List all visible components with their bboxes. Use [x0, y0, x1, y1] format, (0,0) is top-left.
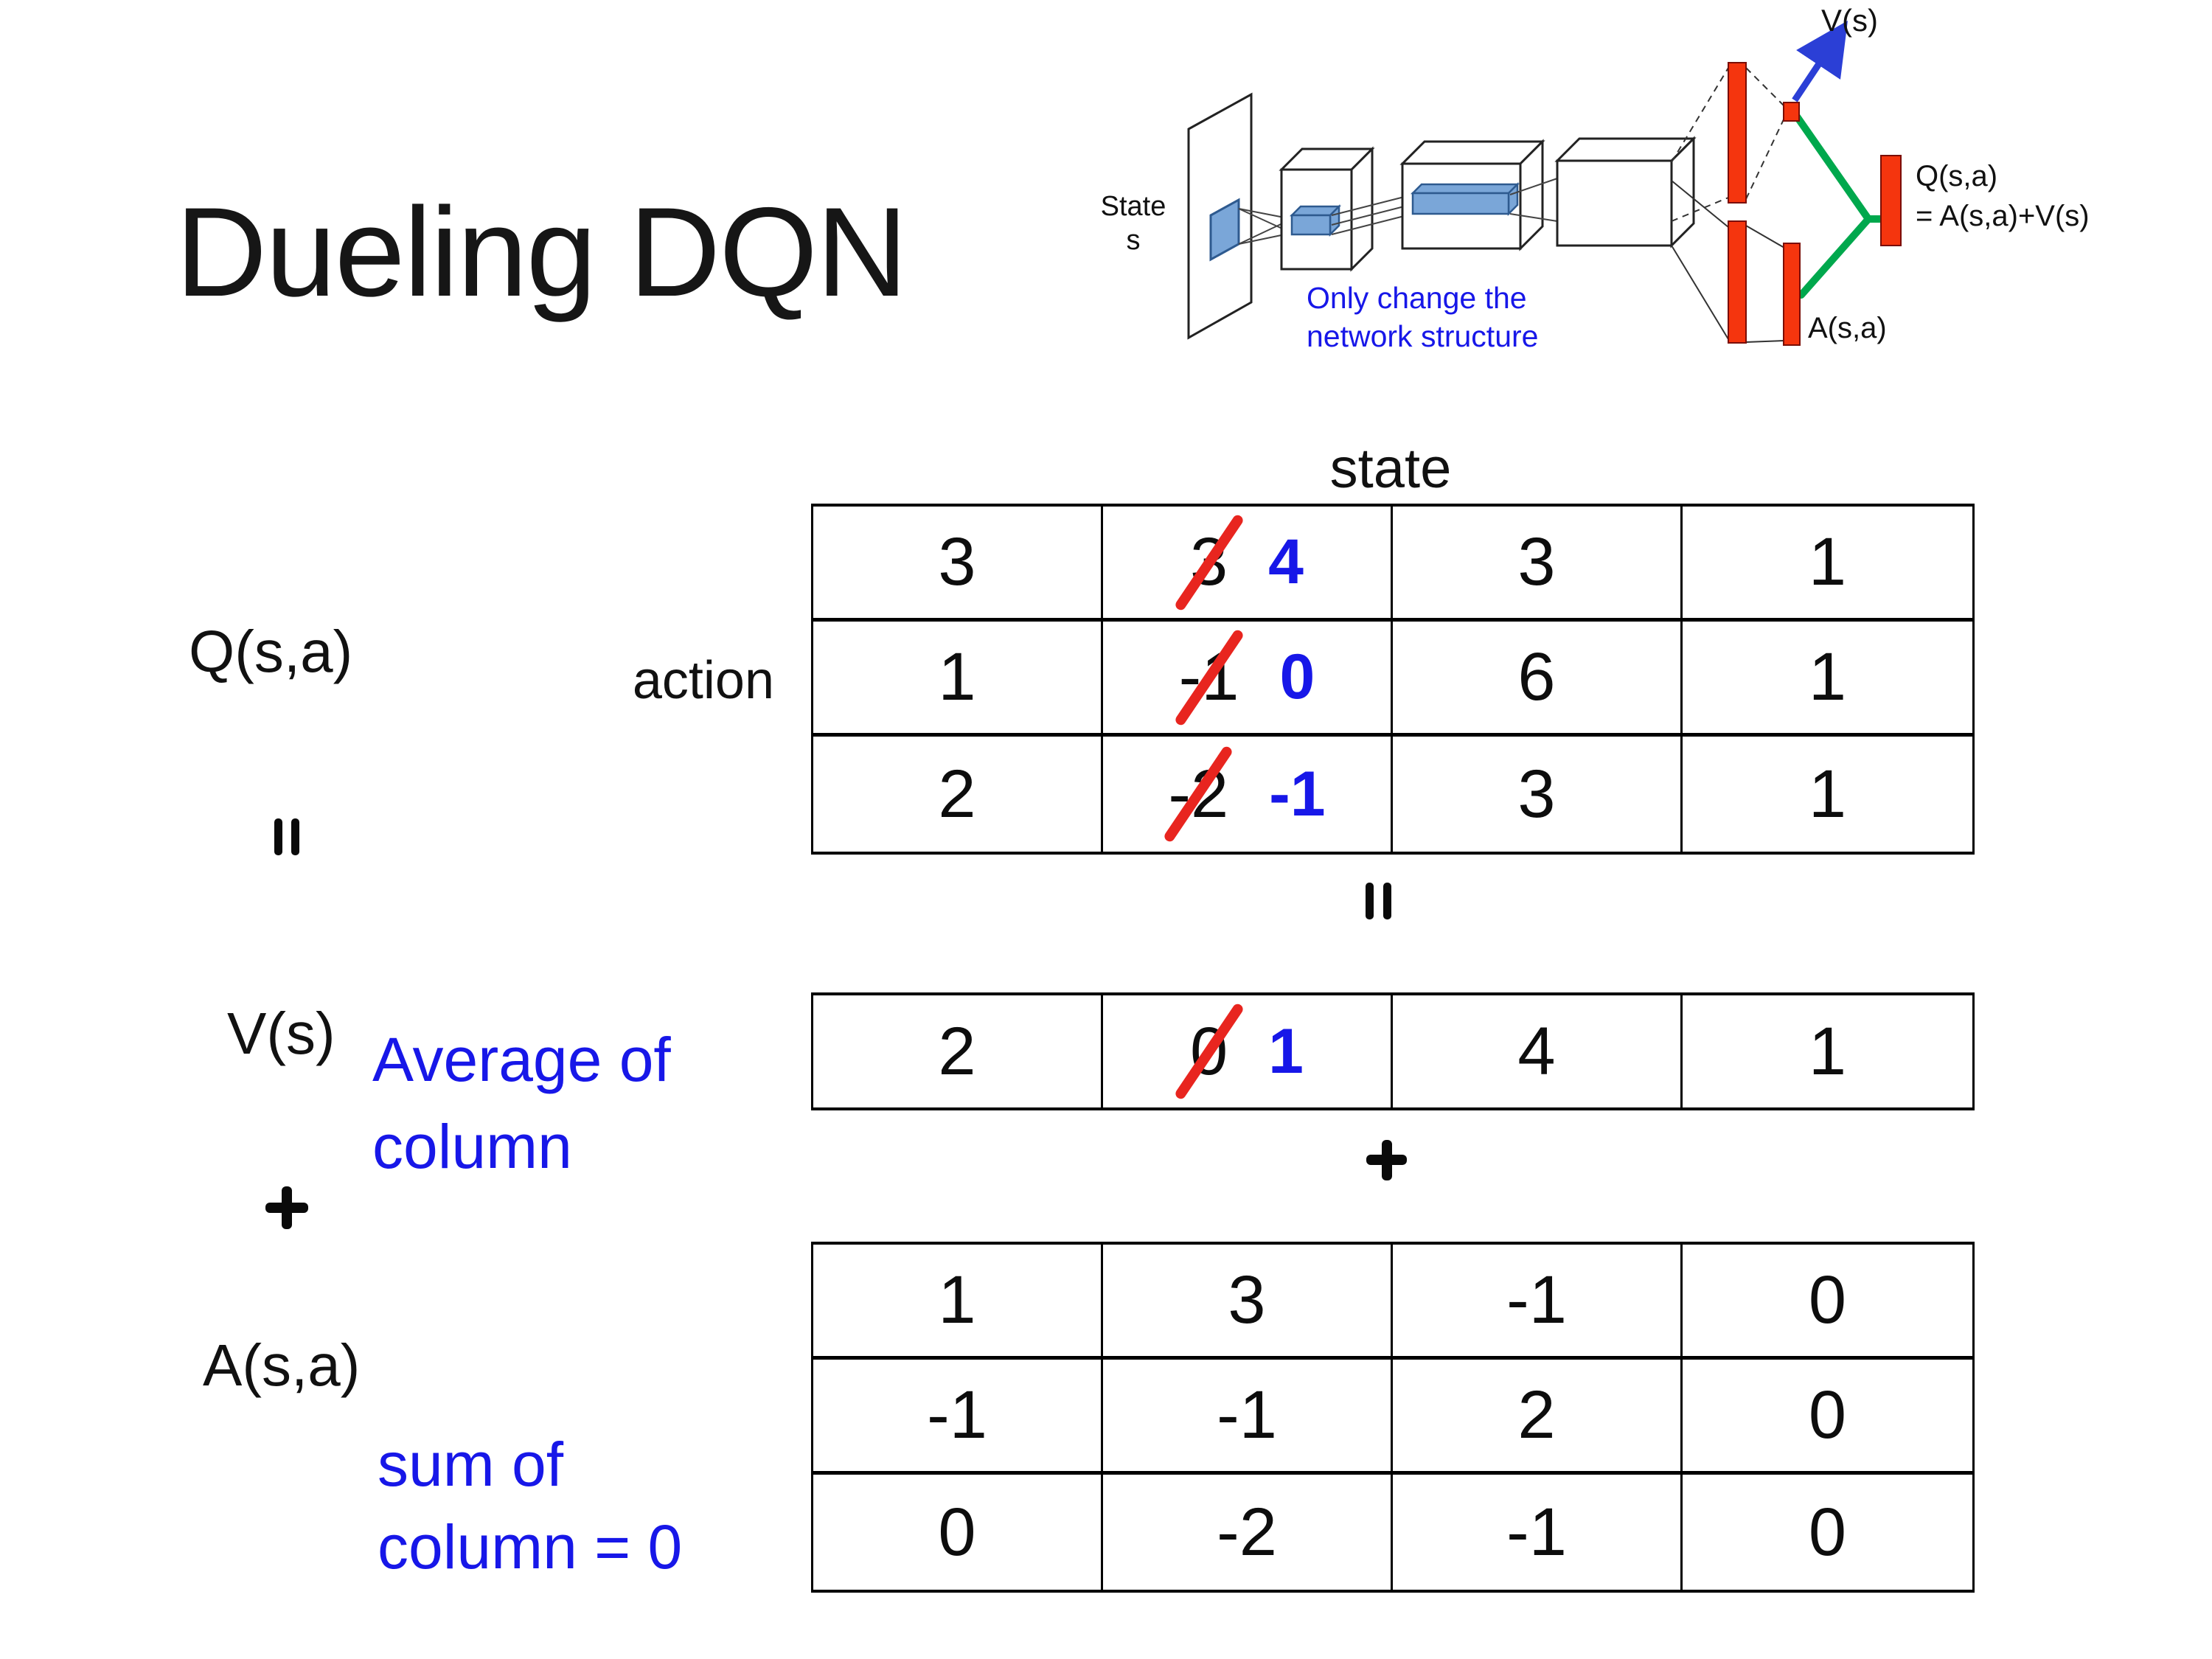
- dueling-network-diagram: V(s) Q(s,a) = A(s,a)+V(s) A(s,a) State s: [1101, 3, 2090, 346]
- state-axis-label: state: [1329, 437, 1452, 500]
- a-vector-bar: [1783, 243, 1801, 346]
- a-cell-r1c2: 3: [1103, 1245, 1393, 1360]
- a-cell-r3c4: 0: [1808, 1494, 1847, 1570]
- diagram-q-label-line2: = A(s,a)+V(s): [1916, 200, 2090, 232]
- a-cell-r1c4: 0: [1683, 1245, 1972, 1360]
- average-note-line2: column: [372, 1112, 572, 1181]
- a-cell-r2c4: 0: [1683, 1360, 1972, 1475]
- dashed-links-vnode: [1745, 67, 1785, 200]
- q-function-label: Q(s,a): [189, 619, 353, 684]
- solid-links-bottom: [1671, 180, 1729, 340]
- merge-lines: [1793, 113, 1890, 299]
- v-table: 2 0 1 4 1: [811, 992, 1975, 1110]
- dashed-links-top: [1671, 67, 1729, 222]
- v-cell-c3: 4: [1393, 995, 1683, 1107]
- diagram-v-label: V(s): [1821, 3, 1878, 38]
- v-arrow: [1792, 21, 1848, 102]
- a-function-label: A(s,a): [203, 1332, 361, 1398]
- diagram-state-label-line1: State: [1101, 191, 1166, 222]
- q-cell-r3c3: 3: [1393, 737, 1683, 852]
- q-cell-r1c1: 3: [813, 507, 1103, 622]
- conv-box-3: [1554, 136, 1697, 248]
- average-note: Average of column: [372, 1016, 671, 1190]
- projection-lines-2: [1331, 194, 1413, 235]
- v-cell-c4: 1: [1808, 1013, 1847, 1089]
- q-output-bar: [1880, 155, 1902, 246]
- a-cell-r1c1: 1: [813, 1245, 1103, 1360]
- new-value: -1: [1269, 758, 1326, 830]
- a-cell-r2c3: 2: [1393, 1360, 1683, 1475]
- action-axis-label: action: [632, 651, 774, 710]
- solid-links-avector: [1745, 225, 1785, 343]
- q-cell-r2c4: 1: [1683, 622, 1972, 737]
- fc-bars: [1728, 62, 1902, 346]
- new-value: 0: [1279, 641, 1315, 712]
- network-note: Only change the network structure: [1307, 279, 1538, 355]
- sum-note: sum of column = 0: [378, 1423, 682, 1588]
- new-value: 1: [1268, 1015, 1304, 1087]
- q-cell-r1c4: 1: [1683, 507, 1972, 622]
- a-cell-r3c2: -2: [1103, 1475, 1393, 1590]
- q-cell-r3c2: -2 -1: [1103, 737, 1393, 852]
- network-note-line2: network structure: [1307, 319, 1539, 353]
- sum-note-line1: sum of: [378, 1430, 564, 1499]
- q-cell-r2c1: 1: [813, 622, 1103, 737]
- v-cell-c1: 2: [813, 995, 1103, 1107]
- diagram-a-label: A(s,a): [1808, 312, 1887, 344]
- q-cell-r3c1: 2: [813, 737, 1103, 852]
- a-cell-r2c1: -1: [813, 1360, 1103, 1475]
- a-cell-r3c3: -1: [1393, 1475, 1683, 1590]
- diagram-q-label-line1: Q(s,a): [1916, 160, 1997, 192]
- fc-bar-bottom: [1728, 220, 1747, 344]
- slide-title: Dueling DQN: [175, 181, 908, 323]
- conv2-filter: [1410, 181, 1520, 217]
- v-cell-c2: 0 1: [1103, 995, 1393, 1107]
- q-table: 3 3 4 3 1 1 -1 0 6 1 2 -2 -1 3 1: [811, 504, 1975, 855]
- new-value: 4: [1268, 526, 1304, 597]
- a-cell-r3c1: 0: [813, 1475, 1103, 1590]
- q-cell-r1c3: 3: [1393, 507, 1683, 622]
- q-cell-r2c3: 6: [1393, 622, 1683, 737]
- q-cell-r2c2: -1 0: [1103, 622, 1393, 737]
- q-cell-r3c4: 1: [1808, 756, 1847, 832]
- diagram-state-label-line2: s: [1127, 225, 1141, 256]
- conv1-filter: [1289, 204, 1342, 237]
- projection-lines-3: [1509, 178, 1558, 222]
- a-table: 1 3 -1 0 -1 -1 2 0 0 -2 -1 0: [811, 1242, 1975, 1593]
- v-function-label: V(s): [227, 1001, 335, 1066]
- a-cell-r2c2: -1: [1103, 1360, 1393, 1475]
- average-note-line1: Average of: [372, 1025, 671, 1094]
- conv-box-1: [1279, 146, 1375, 272]
- network-note-line1: Only change the: [1307, 281, 1527, 315]
- sum-note-line2: column = 0: [378, 1512, 683, 1582]
- fc-bar-top: [1728, 62, 1747, 204]
- a-cell-r1c3: -1: [1393, 1245, 1683, 1360]
- v-scalar-node: [1783, 102, 1800, 122]
- q-cell-r1c2: 3 4: [1103, 507, 1393, 622]
